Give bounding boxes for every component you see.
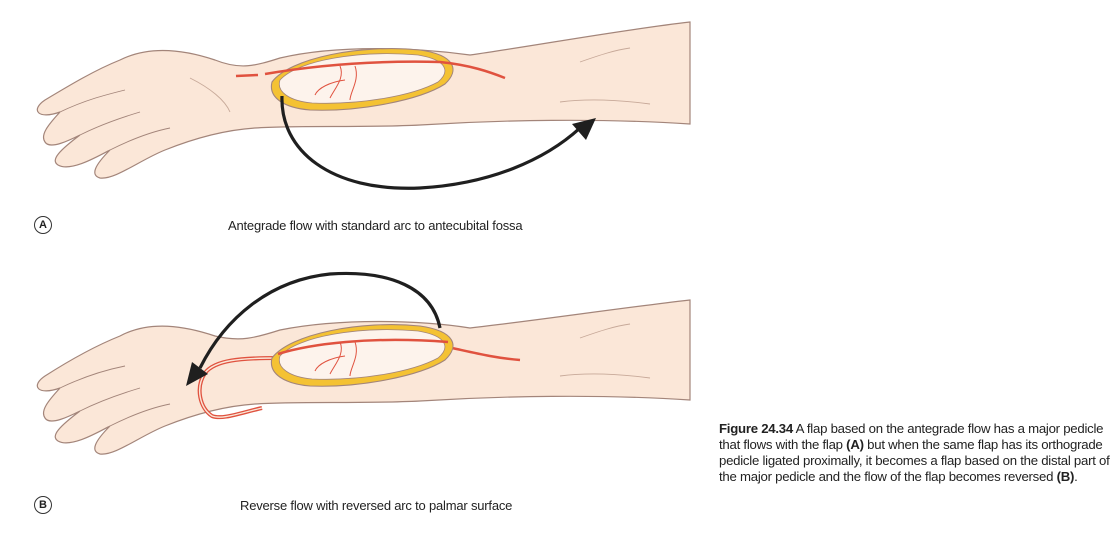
- figure-caption: Figure 24.34 A flap based on the antegra…: [719, 421, 1111, 485]
- caption-ref-b: (B): [1056, 469, 1075, 484]
- figure-number: Figure 24.34: [719, 421, 793, 436]
- panel-a: A Antegrade flow with standard arc to an…: [0, 0, 700, 245]
- panel-a-caption: Antegrade flow with standard arc to ante…: [228, 218, 523, 233]
- flap: [270, 324, 454, 387]
- panel-a-badge: A: [34, 216, 52, 234]
- panel-b: B Reverse flow with reversed arc to palm…: [0, 258, 700, 553]
- caption-ref-a: (A): [846, 437, 864, 452]
- caption-text-3: .: [1074, 469, 1078, 484]
- caption-text-2: but when the same flap has its orthograd…: [719, 437, 1110, 484]
- reversed-arc-arrow: [198, 271, 442, 369]
- flap: [264, 48, 506, 111]
- caption-text-1: A flap based on the antegrade flow has a…: [719, 421, 1104, 452]
- rotation-arc-arrow: [280, 95, 582, 190]
- panel-b-caption: Reverse flow with reversed arc to palmar…: [240, 498, 513, 513]
- ligated-proximal-stub: [451, 346, 521, 362]
- forearm-illustration-antegrade: [36, 21, 691, 190]
- arrowhead-icon: [186, 362, 208, 386]
- radial-artery-stub: [235, 73, 259, 78]
- forearm-illustration-reverse: [36, 271, 691, 455]
- panel-b-badge: B: [34, 496, 52, 514]
- arrowhead-icon: [572, 118, 596, 140]
